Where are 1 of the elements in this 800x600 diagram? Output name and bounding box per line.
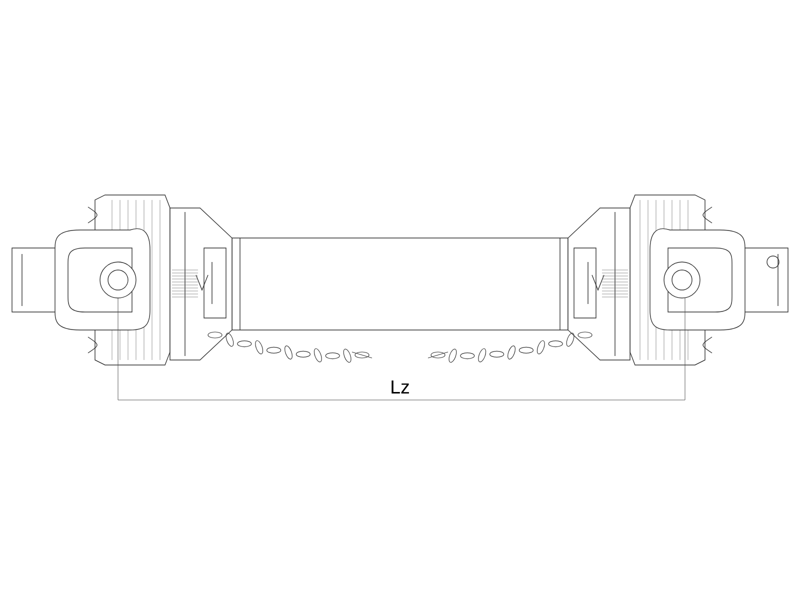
dimension-label: Lz <box>392 380 409 394</box>
